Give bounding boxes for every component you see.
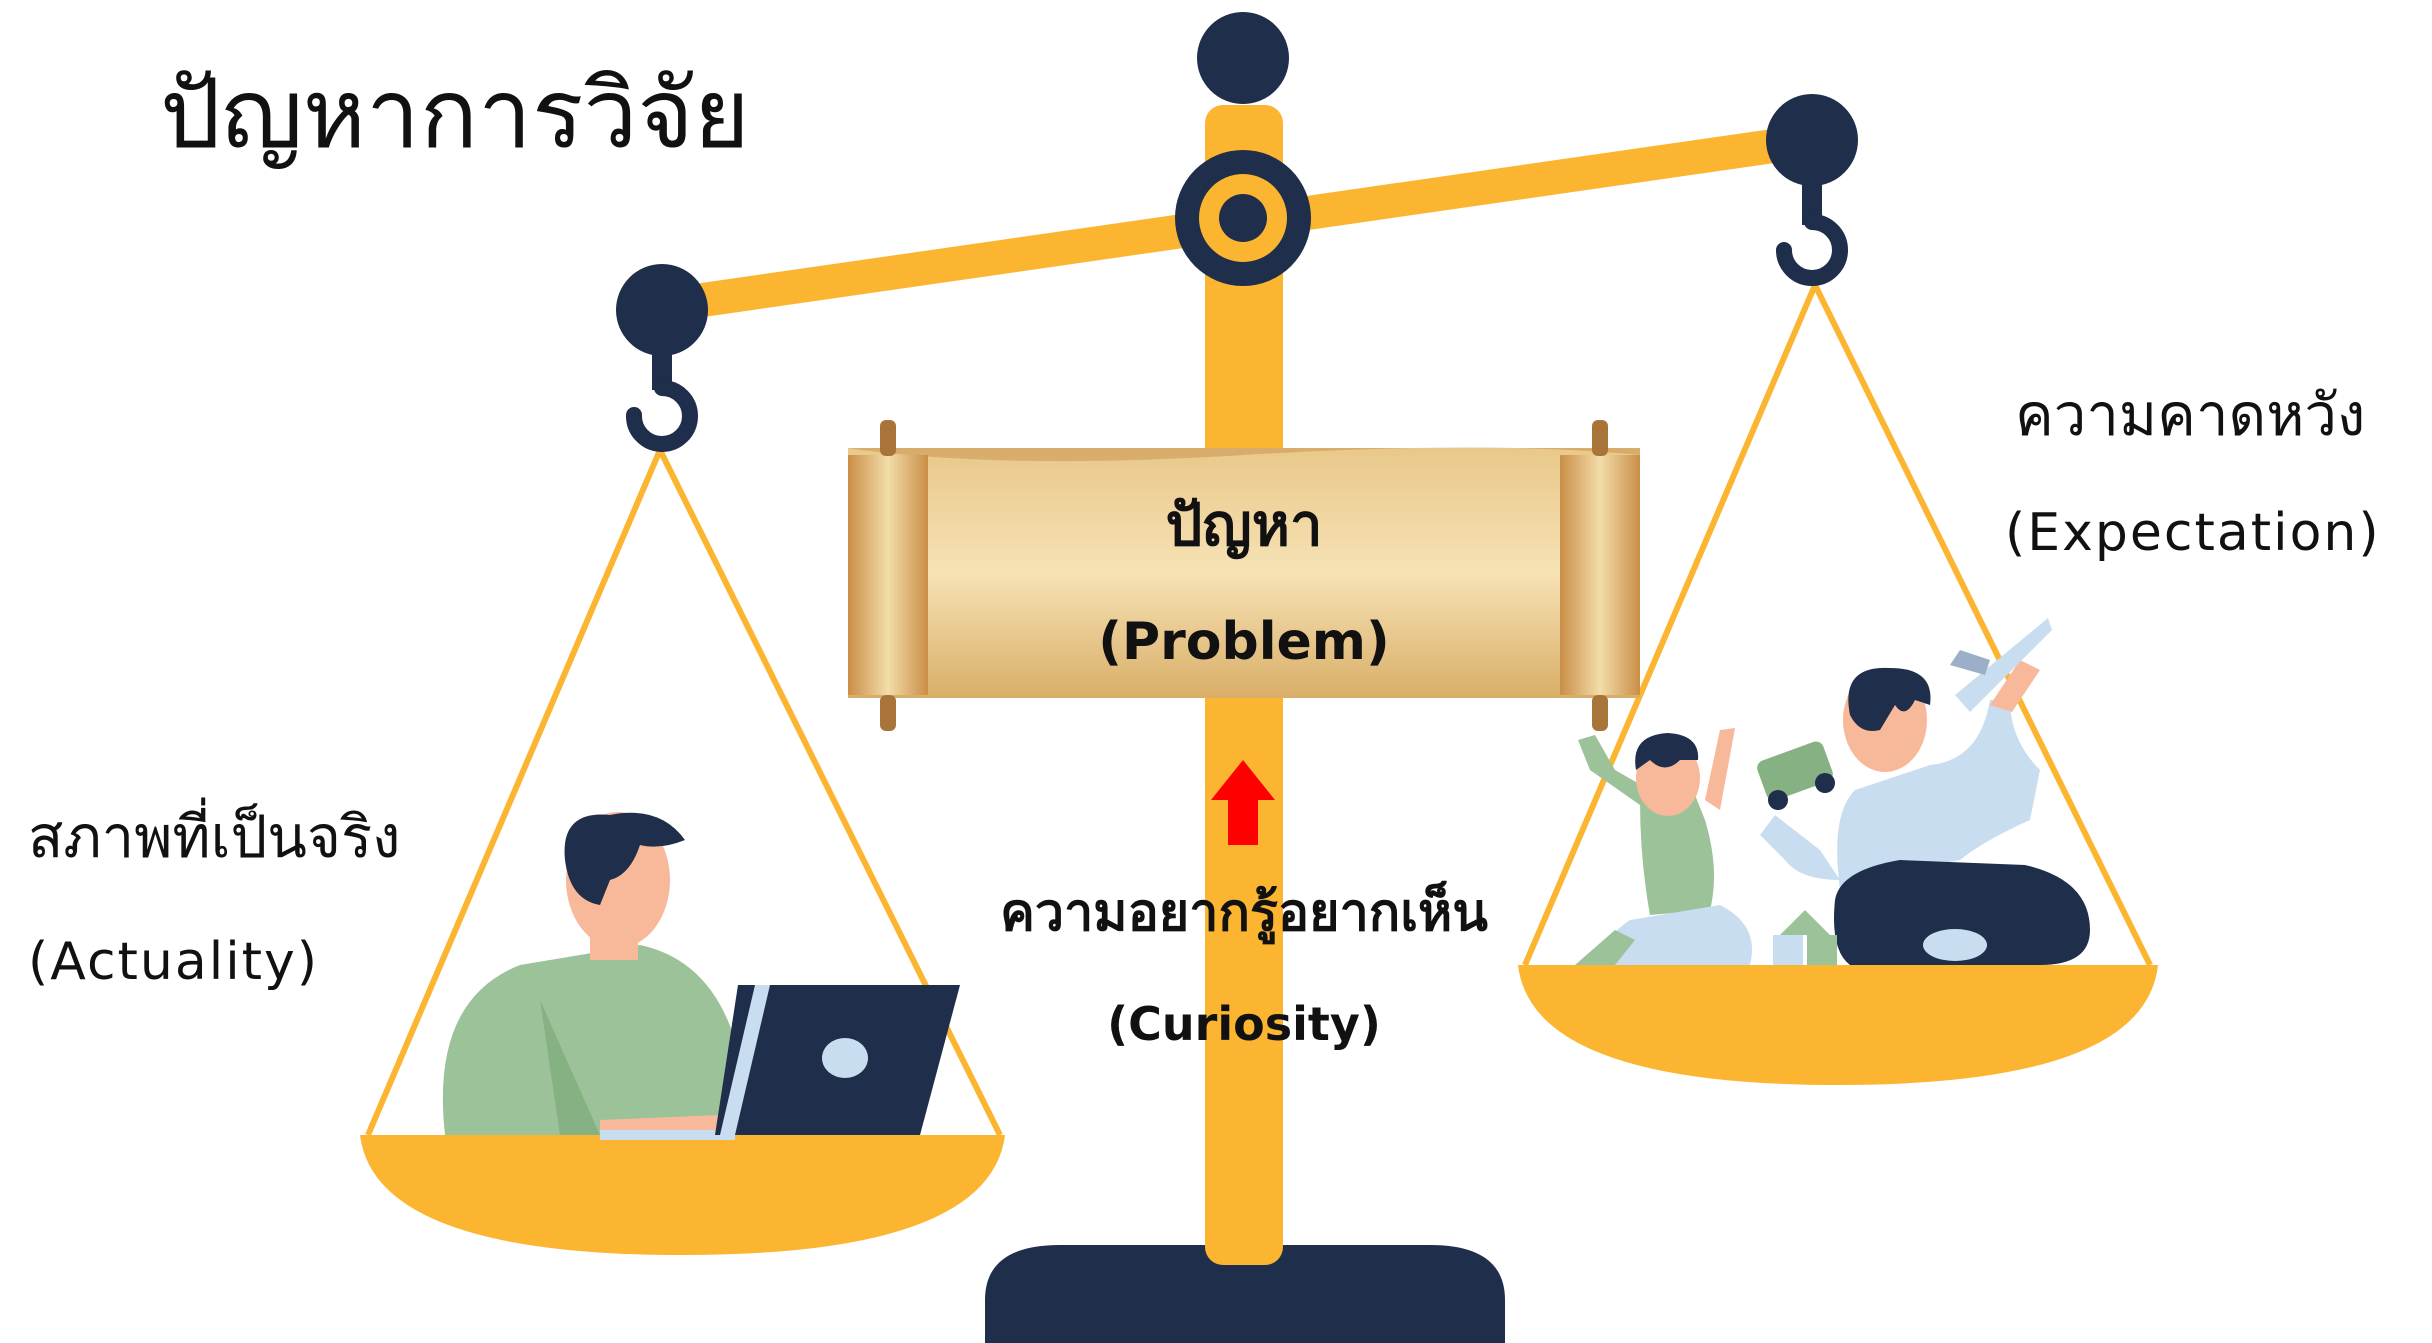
scroll-subheading: (Problem) xyxy=(1098,612,1390,672)
left-pan xyxy=(360,1135,1005,1255)
right-pan xyxy=(1518,965,2158,1085)
center-label: ความอยากรู้อยากเห็น xyxy=(1000,883,1488,943)
scale-base xyxy=(985,1245,1505,1343)
left-hook xyxy=(616,264,708,452)
center-sublabel: (Curiosity) xyxy=(1107,997,1381,1051)
post-top-knob xyxy=(1197,12,1289,104)
right-pan-sublabel: (Expectation) xyxy=(2005,503,2381,563)
parent-and-child-playing-illustration xyxy=(1575,618,2090,965)
red-up-arrow xyxy=(1211,760,1275,845)
left-pan-label: สภาพที่เป็นจริง xyxy=(28,803,401,871)
man-with-laptop-illustration xyxy=(442,812,960,1140)
left-pan-sublabel: (Actuality) xyxy=(28,932,320,992)
problem-scroll-banner xyxy=(848,420,1640,731)
right-hook xyxy=(1766,94,1858,286)
right-pan-strings xyxy=(1522,283,2153,967)
right-pan-label: ความคาดหวัง xyxy=(2015,381,2366,449)
page-title: ปัญหาการวิจัย xyxy=(160,58,750,170)
scroll-heading: ปัญหา xyxy=(1165,491,1323,559)
